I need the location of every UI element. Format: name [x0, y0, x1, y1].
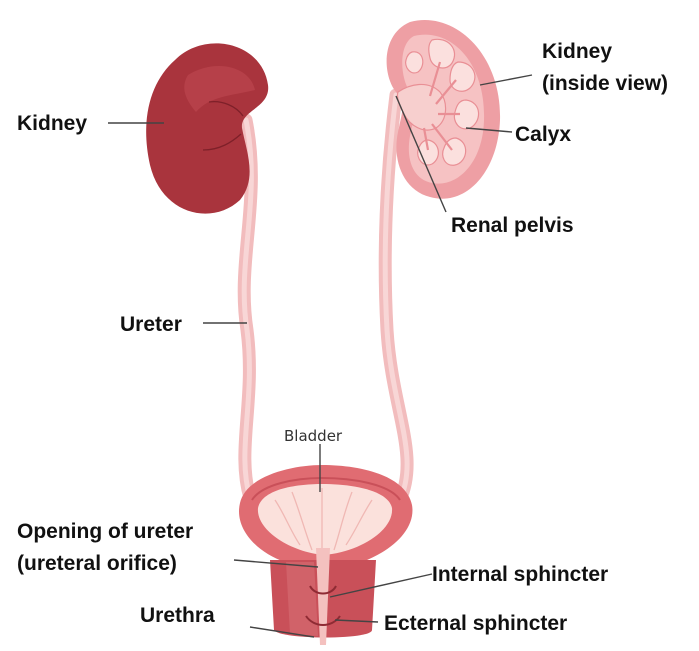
leader-urethra: [249, 626, 315, 638]
label-urethra: Urethra: [140, 604, 215, 627]
internal-sphincter-shape: [309, 585, 337, 595]
bladder-folds: [274, 488, 373, 552]
leader-internal-sphincter: [329, 573, 433, 598]
label-kidney-left: Kidney: [17, 112, 87, 135]
leader-kidney-inside: [479, 74, 533, 86]
leader-opening: [233, 559, 319, 568]
calyx-group: [405, 38, 480, 166]
calyx-connectors: [422, 61, 460, 151]
urethra-channel: [316, 548, 330, 645]
right-ureter-highlight: [382, 92, 410, 503]
calyx-1: [428, 38, 456, 69]
calyx-6: [405, 51, 424, 74]
left-kidney-hilum: [202, 100, 244, 151]
label-kidney-inside-line2: (inside view): [542, 72, 668, 95]
left-kidney-shade: [184, 65, 255, 112]
bladder-neck-shade: [286, 562, 318, 636]
leader-renal-pelvis: [395, 95, 447, 213]
label-bladder: Bladder: [284, 427, 343, 445]
leader-calyx: [465, 127, 513, 133]
bladder-inner-wall: [257, 484, 393, 555]
label-renal-pelvis: Renal pelvis: [451, 214, 574, 237]
label-calyx: Calyx: [515, 123, 571, 146]
label-external-sphincter: Ecternal sphincter: [384, 612, 567, 635]
leader-external-sphincter: [334, 619, 379, 623]
calyx-3: [453, 99, 480, 130]
label-kidney-inside-line1: Kidney: [542, 40, 612, 63]
label-internal-sphincter: Internal sphincter: [432, 563, 608, 586]
left-ureter-highlight: [241, 117, 254, 501]
external-sphincter-shape: [305, 615, 341, 626]
label-opening-line1: Opening of ureter: [17, 520, 193, 543]
label-opening-line2: (ureteral orifice): [17, 552, 177, 575]
label-ureter: Ureter: [120, 313, 182, 336]
bladder-rim: [251, 476, 401, 501]
calyx-2: [449, 61, 476, 92]
